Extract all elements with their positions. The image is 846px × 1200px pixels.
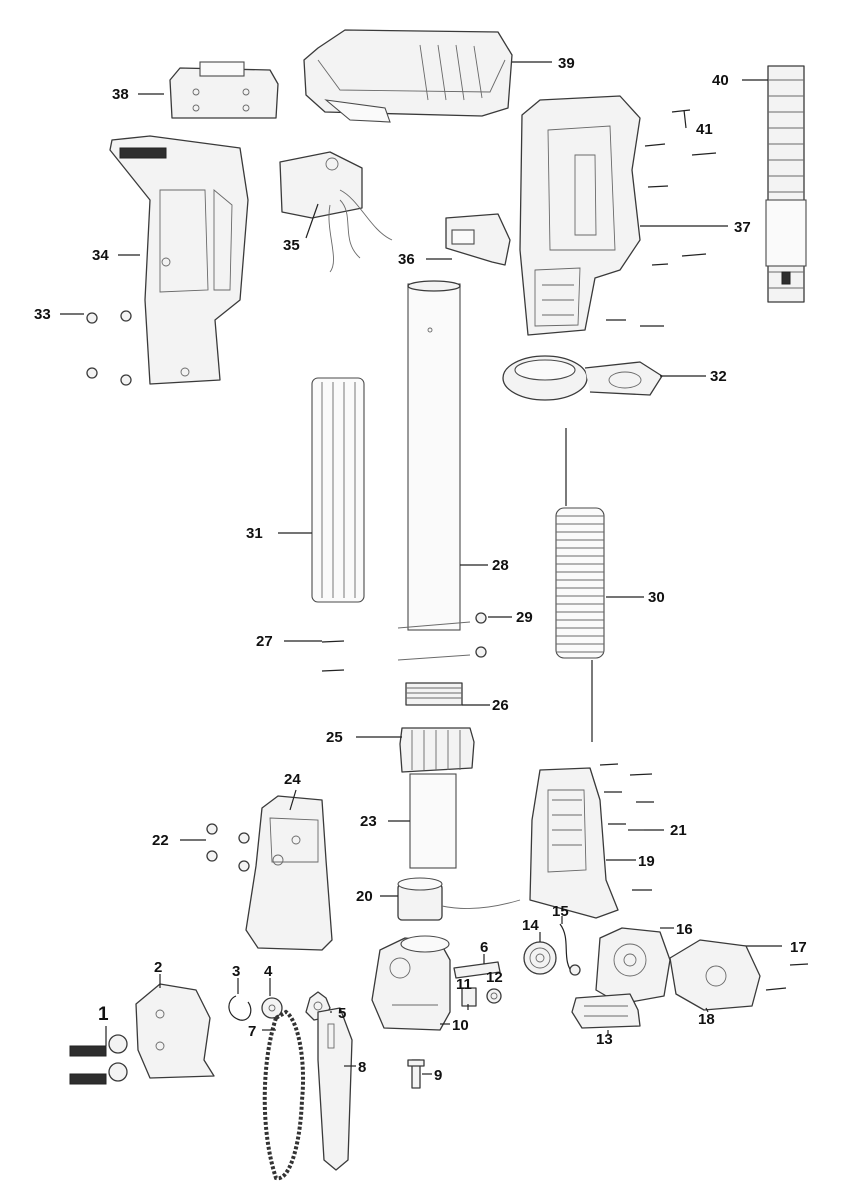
battery-pack xyxy=(303,29,513,123)
callout-27: 27 xyxy=(256,633,273,650)
callout-40: 40 xyxy=(712,72,729,89)
tube-screws xyxy=(321,640,345,672)
callout-35: 35 xyxy=(283,237,300,254)
callout-25: 25 xyxy=(326,729,343,746)
tube-nuts xyxy=(475,612,487,658)
lock-nut xyxy=(399,727,475,773)
circlip xyxy=(228,995,252,1021)
foam-grip xyxy=(311,377,365,603)
guide-pin xyxy=(407,1059,425,1089)
callout-28: 28 xyxy=(492,557,509,574)
screw-41 xyxy=(671,109,691,129)
bar-cover xyxy=(135,983,215,1079)
callout-30: 30 xyxy=(648,589,665,606)
callout-18: 18 xyxy=(698,1011,715,1028)
hex-nuts xyxy=(86,310,132,386)
motor xyxy=(397,877,521,921)
callout-22: 22 xyxy=(152,832,169,849)
callout-33: 33 xyxy=(34,306,51,323)
tube-collar xyxy=(502,355,663,401)
callout-13: 13 xyxy=(596,1031,613,1048)
callout-34: 34 xyxy=(92,247,109,264)
callout-41: 41 xyxy=(696,121,713,138)
trigger xyxy=(445,213,511,266)
callout-37: 37 xyxy=(734,219,751,236)
saw-chain xyxy=(262,1009,306,1181)
callout-38: 38 xyxy=(112,86,129,103)
battery-adapter xyxy=(169,61,279,119)
head-screws xyxy=(599,763,654,891)
callout-39: 39 xyxy=(558,55,575,72)
cable-clip xyxy=(559,923,581,976)
left-handle-housing xyxy=(109,135,249,385)
callout-15: 15 xyxy=(552,903,569,920)
callout-31: 31 xyxy=(246,525,263,542)
callout-23: 23 xyxy=(360,813,377,830)
callout-5: 5 xyxy=(338,1005,346,1022)
main-tube xyxy=(397,280,471,661)
left-head-housing xyxy=(245,795,333,951)
bar-bolts xyxy=(69,1034,128,1085)
outer-cover xyxy=(669,939,761,1011)
callout-6: 6 xyxy=(480,939,488,956)
chain-cover xyxy=(595,927,671,1005)
callout-12: 12 xyxy=(486,969,503,986)
gear-housing xyxy=(371,935,451,1031)
callout-9: 9 xyxy=(434,1067,442,1084)
callout-11: 11 xyxy=(456,976,472,993)
callout-20: 20 xyxy=(356,888,373,905)
switch-assembly xyxy=(279,151,393,273)
oil-disc xyxy=(523,941,557,975)
right-handle-housing xyxy=(519,95,641,336)
spring-cable xyxy=(555,428,605,742)
chain-tensioner xyxy=(571,993,641,1029)
callout-8: 8 xyxy=(358,1059,366,1076)
callout-21: 21 xyxy=(670,822,687,839)
callout-3: 3 xyxy=(232,963,240,980)
threaded-collar xyxy=(405,682,463,706)
callout-36: 36 xyxy=(398,251,415,268)
callout-1: 1 xyxy=(98,1004,109,1025)
lower-tube xyxy=(409,773,457,869)
callout-32: 32 xyxy=(710,368,727,385)
drive-pins xyxy=(453,961,502,1007)
callout-19: 19 xyxy=(638,853,655,870)
callout-29: 29 xyxy=(516,609,533,626)
callout-16: 16 xyxy=(676,921,693,938)
callout-2: 2 xyxy=(154,959,162,976)
callout-labels: 39 38 40 41 37 34 35 36 33 32 31 28 30 2… xyxy=(34,55,807,1084)
washer xyxy=(261,997,283,1019)
leader-lines xyxy=(60,61,782,1075)
callout-17: 17 xyxy=(790,939,807,956)
callout-7: 7 xyxy=(248,1023,256,1040)
callout-24: 24 xyxy=(284,771,301,788)
callout-26: 26 xyxy=(492,697,509,714)
guide-bar xyxy=(317,1007,353,1171)
head-nuts xyxy=(206,823,250,872)
callout-4: 4 xyxy=(264,963,273,980)
right-head-housing xyxy=(529,767,619,919)
shoulder-strap xyxy=(765,65,807,303)
handle-screws xyxy=(606,143,717,327)
callout-14: 14 xyxy=(522,917,539,934)
callout-10: 10 xyxy=(452,1017,469,1034)
